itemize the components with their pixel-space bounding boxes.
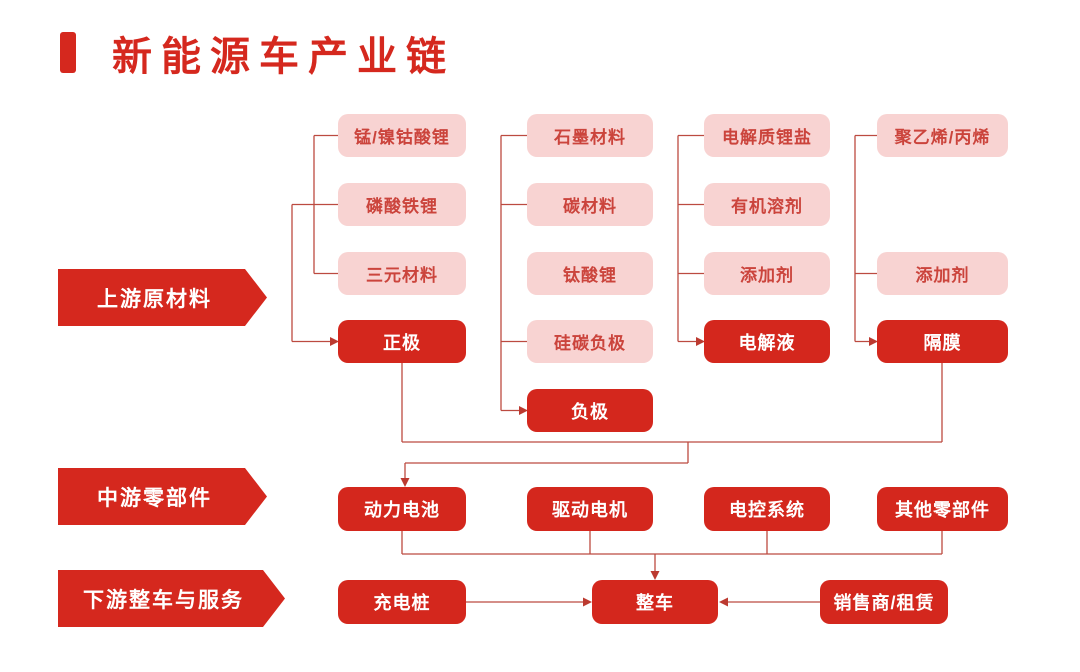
material-box: 硅碳负极 [527, 320, 653, 363]
material-box: 添加剂 [704, 252, 830, 295]
page-title: 新能源车产业链 [112, 35, 455, 79]
material-box: 有机溶剂 [704, 183, 830, 226]
separator-box: 隔膜 [877, 320, 1008, 363]
title-bullet-icon [60, 32, 76, 73]
material-box: 碳材料 [527, 183, 653, 226]
material-box: 聚乙烯/丙烯 [877, 114, 1008, 157]
control-system-box: 电控系统 [704, 487, 830, 531]
arrowheads [330, 337, 878, 607]
electrolyte-box: 电解液 [704, 320, 830, 363]
anode-box: 负极 [527, 389, 653, 432]
material-box: 电解质锂盐 [704, 114, 830, 157]
stage-banner-upstream: 上游原材料 [58, 269, 267, 326]
power-battery-box: 动力电池 [338, 487, 466, 531]
material-box: 锰/镍钴酸锂 [338, 114, 466, 157]
material-box: 钛酸锂 [527, 252, 653, 295]
stage-banner-midstream: 中游零部件 [58, 468, 267, 525]
charging-pile-box: 充电桩 [338, 580, 466, 624]
material-box: 石墨材料 [527, 114, 653, 157]
material-box: 添加剂 [877, 252, 1008, 295]
material-box: 磷酸铁锂 [338, 183, 466, 226]
vehicle-box: 整车 [592, 580, 718, 624]
cathode-box: 正极 [338, 320, 466, 363]
stage-banner-downstream: 下游整车与服务 [58, 570, 285, 627]
material-box: 三元材料 [338, 252, 466, 295]
other-parts-box: 其他零部件 [877, 487, 1008, 531]
dealer-rental-box: 销售商/租赁 [820, 580, 948, 624]
drive-motor-box: 驱动电机 [527, 487, 653, 531]
